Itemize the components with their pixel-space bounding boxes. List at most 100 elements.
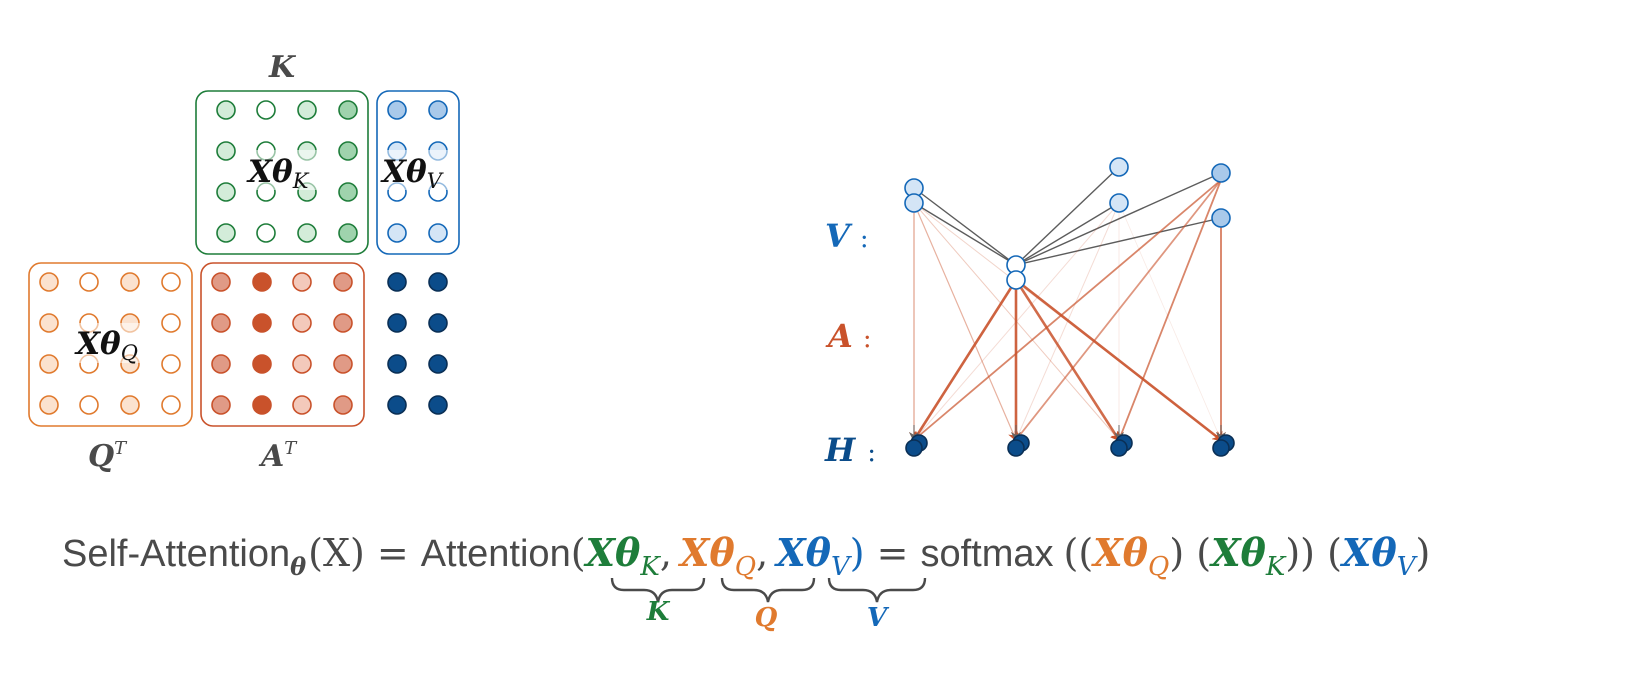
brace-v-label: V xyxy=(867,603,890,633)
q-matrix-box xyxy=(28,262,193,427)
attention-edge xyxy=(1014,202,1120,442)
k-matrix-dot xyxy=(338,100,358,120)
h-row-label: H: xyxy=(824,431,876,469)
a-matrix-dot xyxy=(211,272,231,292)
v-to-hub-edge xyxy=(1015,202,1120,266)
h-matrix-dot xyxy=(428,395,448,415)
attention-edge xyxy=(1014,179,1222,442)
attention-edge xyxy=(1118,202,1223,442)
svg-text:XθK: XθK xyxy=(246,154,310,193)
a-matrix-dot xyxy=(252,395,272,415)
v-matrix-dot xyxy=(428,223,448,243)
v-matrix-box xyxy=(376,90,460,255)
a-matrix-dot xyxy=(292,354,312,374)
q-matrix-dot xyxy=(79,395,99,415)
self-attention-equation: Self-Attentionθ(X)=Attention(XθK,XθQ,XθV… xyxy=(62,530,1430,633)
brace-k-label: K xyxy=(646,597,671,627)
h-matrix-dot xyxy=(387,395,407,415)
q-matrix-dot xyxy=(161,313,181,333)
underbrace-q xyxy=(720,577,816,603)
h-node xyxy=(1007,439,1025,457)
h-matrix-dot xyxy=(387,354,407,374)
q-matrix-dot xyxy=(161,272,181,292)
a-matrix-dot xyxy=(292,272,312,292)
a-matrix-dot xyxy=(211,354,231,374)
a-matrix-dot xyxy=(333,395,353,415)
v-matrix-dot xyxy=(428,100,448,120)
k-matrix-dot xyxy=(297,100,317,120)
xtheta-q-label: XθQ xyxy=(74,323,150,365)
k-matrix-dot xyxy=(216,141,236,161)
underbrace-k xyxy=(610,577,706,603)
k-matrix-box xyxy=(195,90,369,255)
q-matrix-dot xyxy=(39,354,59,374)
a-matrix-dot xyxy=(252,313,272,333)
query-node xyxy=(1006,270,1026,290)
k-matrix-dot xyxy=(338,223,358,243)
a-matrix-dot xyxy=(333,354,353,374)
v-node xyxy=(1109,157,1129,177)
v-matrix-dot xyxy=(387,100,407,120)
q-matrix-dot xyxy=(120,272,140,292)
h-node xyxy=(905,439,923,457)
v-to-hub-edge xyxy=(913,187,1017,266)
h-matrix-dot xyxy=(387,272,407,292)
a-matrix-dot xyxy=(252,272,272,292)
k-matrix-dot xyxy=(256,223,276,243)
h-matrix-dot xyxy=(428,313,448,333)
v-to-hub-edge xyxy=(913,202,1017,266)
v-to-hub-edge xyxy=(1015,166,1120,266)
attention-graph: V: A: H: xyxy=(824,157,1235,469)
h-node xyxy=(1110,439,1128,457)
q-matrix-dot xyxy=(161,354,181,374)
svg-text:XθV: XθV xyxy=(380,154,444,193)
a-matrix-dot xyxy=(211,313,231,333)
v-node xyxy=(904,193,924,213)
q-matrix-dot xyxy=(39,313,59,333)
h-matrix-dot xyxy=(428,354,448,374)
graph-edges xyxy=(909,166,1226,442)
attention-edge xyxy=(1014,279,1121,442)
q-matrix-dot xyxy=(161,395,181,415)
h-matrix-dot xyxy=(428,272,448,292)
attention-edge xyxy=(1015,278,1223,442)
a-transpose-label: AT xyxy=(258,438,298,474)
v-matrix-dot xyxy=(387,223,407,243)
attention-edge xyxy=(912,179,1222,442)
v-row-label: V: xyxy=(825,217,869,255)
k-matrix-dot xyxy=(216,100,236,120)
graph-nodes xyxy=(904,157,1235,457)
attention-edge xyxy=(912,279,1018,442)
attention-edge xyxy=(1117,179,1222,442)
q-transpose-label: QT xyxy=(88,438,128,474)
k-top-label: K xyxy=(268,50,297,85)
xtheta-k-label: XθK xyxy=(246,150,320,193)
q-matrix-dot xyxy=(120,395,140,415)
attention-edge xyxy=(912,202,1120,442)
brace-q-label: Q xyxy=(755,603,778,633)
equation-line: Self-Attentionθ(X)=Attention(XθK,XθQ,XθV… xyxy=(62,530,1430,582)
k-matrix-dot xyxy=(216,223,236,243)
k-matrix-dot xyxy=(297,223,317,243)
matrix-dots xyxy=(39,100,448,415)
a-matrix-dot xyxy=(292,313,312,333)
k-matrix-dot xyxy=(256,100,276,120)
a-matrix-dot xyxy=(211,395,231,415)
h-node xyxy=(1212,439,1230,457)
q-matrix-dot xyxy=(39,272,59,292)
underbrace-v xyxy=(827,577,927,603)
k-matrix-dot xyxy=(338,141,358,161)
h-matrix-dot xyxy=(387,313,407,333)
k-matrix-dot xyxy=(338,182,358,202)
v-to-hub-edge xyxy=(1015,172,1222,266)
a-row-label: A: xyxy=(825,317,872,355)
a-matrix-dot xyxy=(292,395,312,415)
v-to-hub-edge xyxy=(1015,217,1222,266)
v-node xyxy=(1211,208,1231,228)
a-matrix-dot xyxy=(333,313,353,333)
svg-text:XθQ: XθQ xyxy=(74,326,138,365)
v-node xyxy=(1109,193,1129,213)
q-matrix-dot xyxy=(79,272,99,292)
a-matrix-box xyxy=(200,262,365,427)
